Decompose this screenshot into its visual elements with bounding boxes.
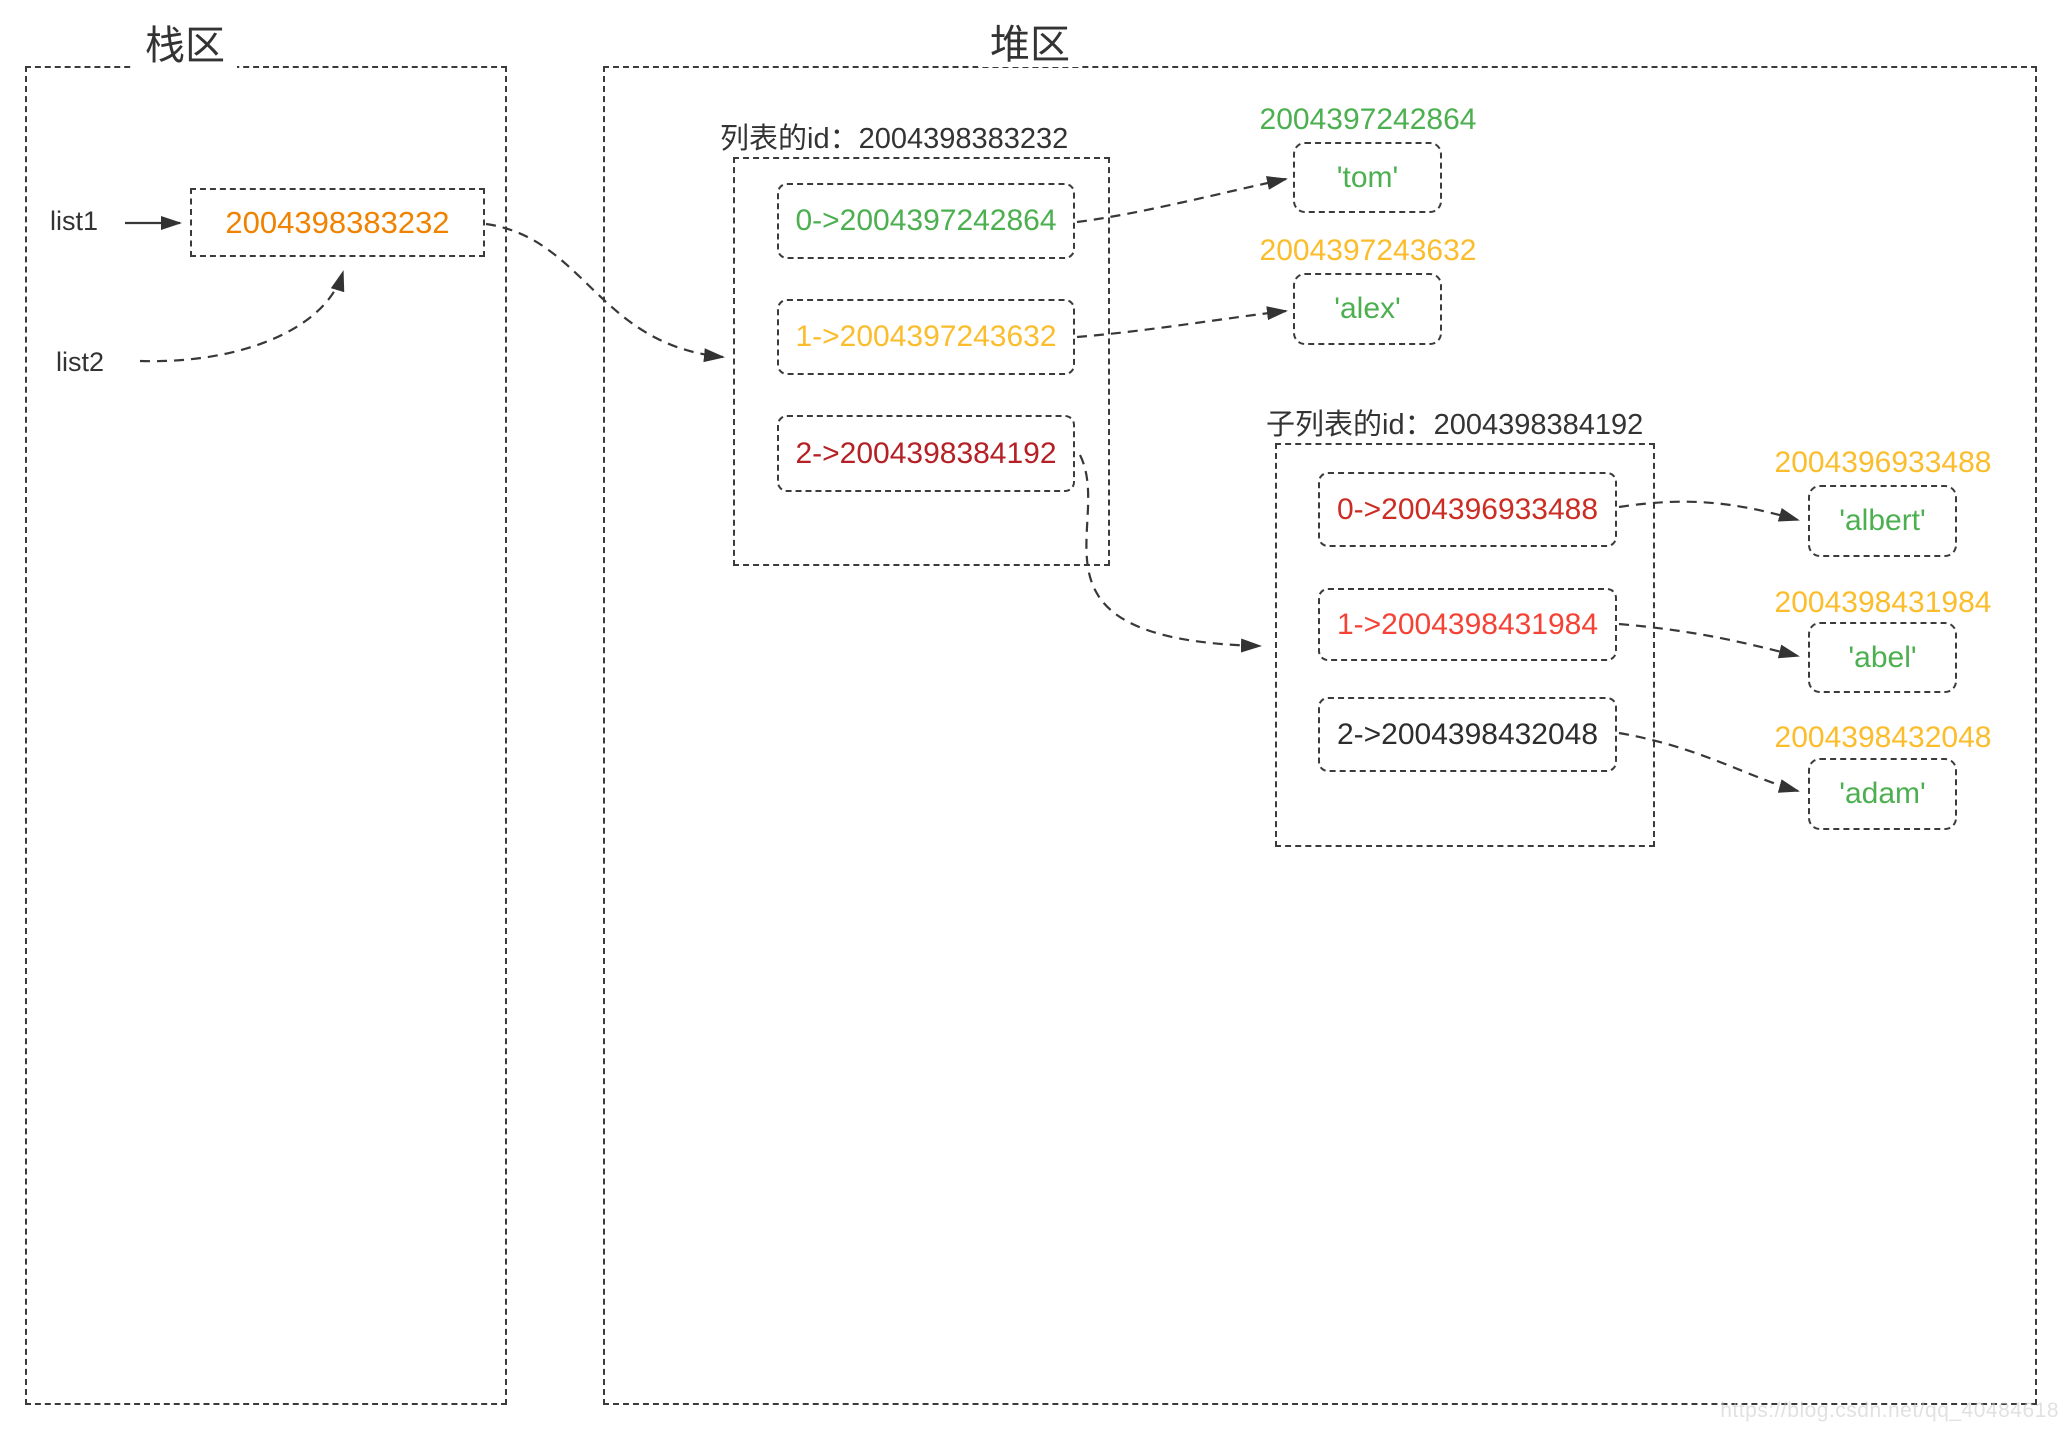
- sublist-item-1-text: 1->2004398431984: [1336, 607, 1599, 641]
- sublist-item-0: 0->2004396933488: [1318, 472, 1617, 547]
- heap-area-title: 堆区: [978, 23, 1082, 67]
- heap-area-box: [603, 66, 2037, 1405]
- value-address-label-adam: 2004398432048: [1774, 721, 1992, 754]
- sublist-item-0-text: 0->2004396933488: [1336, 492, 1599, 526]
- list-id-label: 列表的id：2004398383232: [720, 123, 1069, 155]
- sublist-item-1: 1->2004398431984: [1318, 588, 1617, 661]
- watermark: https://blog.csdn.net/qq_40484618: [1720, 1399, 2059, 1422]
- sublist-id-label: 子列表的id：2004398384192: [1266, 409, 1644, 441]
- sublist-item-2-text: 2->2004398432048: [1336, 717, 1599, 751]
- value-box-abel: 'abel': [1808, 622, 1957, 693]
- list-box: [733, 157, 1110, 566]
- value-text-adam: 'adam': [1839, 777, 1926, 810]
- value-box-adam: 'adam': [1808, 758, 1957, 830]
- value-box-alex: 'alex': [1293, 273, 1442, 345]
- variable-label-list1: list1: [50, 206, 99, 236]
- value-address-label-tom: 2004397242864: [1259, 103, 1477, 136]
- value-text-albert: 'albert': [1839, 504, 1926, 537]
- list-item-0: 0->2004397242864: [777, 183, 1075, 259]
- value-box-albert: 'albert': [1808, 485, 1957, 557]
- list-item-2: 2->2004398384192: [777, 415, 1075, 492]
- stack-area-title: 栈区: [133, 24, 237, 68]
- stack-address-box: 2004398383232: [190, 188, 485, 257]
- sublist-item-2: 2->2004398432048: [1318, 697, 1617, 772]
- value-address-label-alex: 2004397243632: [1259, 234, 1477, 267]
- list-item-1: 1->2004397243632: [777, 299, 1075, 375]
- value-text-alex: 'alex': [1334, 292, 1401, 325]
- value-text-abel: 'abel': [1848, 640, 1917, 674]
- value-text-tom: 'tom': [1336, 160, 1399, 194]
- stack-address-value: 2004398383232: [225, 204, 450, 240]
- list-item-1-text: 1->2004397243632: [795, 320, 1057, 353]
- value-address-label-albert: 2004396933488: [1774, 446, 1992, 479]
- variable-label-list2: list2: [56, 347, 105, 377]
- value-address-label-abel: 2004398431984: [1774, 586, 1992, 619]
- list-item-0-text: 0->2004397242864: [795, 204, 1057, 237]
- stack-area-box: [25, 66, 507, 1405]
- list-item-2-text: 2->2004398384192: [795, 436, 1057, 470]
- value-box-tom: 'tom': [1293, 142, 1442, 213]
